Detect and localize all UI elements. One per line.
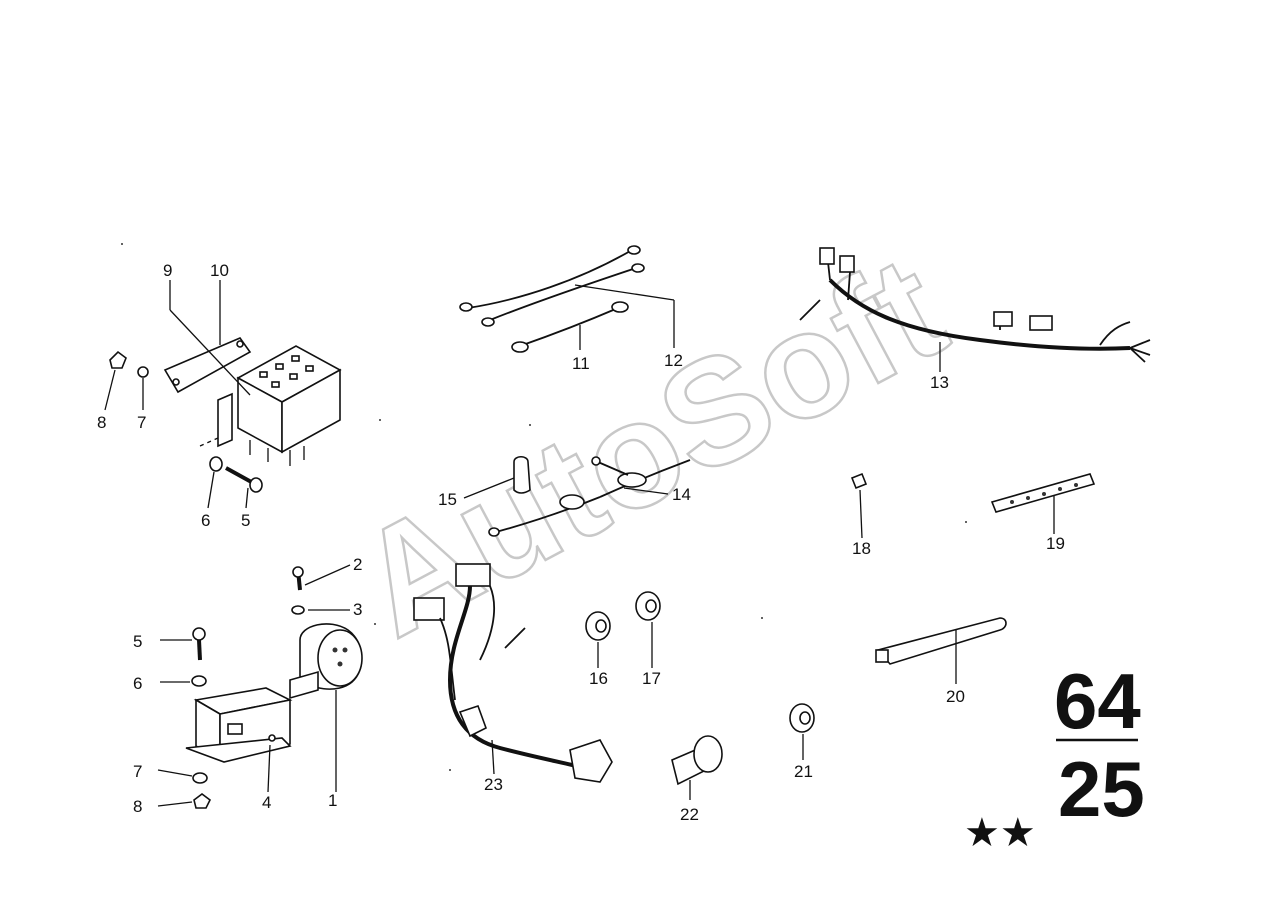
flasher-assembly [157, 564, 363, 809]
callout-11: 11 [572, 354, 590, 373]
group-number-bottom: 25 [1058, 745, 1145, 833]
relay-pins [259, 355, 314, 388]
grommets [585, 591, 815, 800]
callout-3: 3 [353, 600, 362, 619]
callout-18: 18 [852, 539, 871, 558]
wiring-harness-13 [799, 247, 1151, 372]
callout-10: 10 [210, 261, 229, 280]
callout-14: 14 [672, 485, 691, 504]
wiring-harness-23 [413, 563, 613, 783]
callout-labels: 1 2 3 4 5 6 7 8 9 10 11 12 13 14 15 16 1… [97, 261, 1065, 824]
clips-and-ties [850, 472, 1096, 684]
relay-bracket-assembly [104, 280, 342, 509]
callout-6-left: 6 [133, 674, 142, 693]
callout-12: 12 [664, 351, 683, 370]
callout-21: 21 [794, 762, 813, 781]
callout-13: 13 [930, 373, 949, 392]
callout-19: 19 [1046, 534, 1065, 553]
callout-20: 20 [946, 687, 965, 706]
callout-8-left: 8 [133, 797, 142, 816]
callout-17: 17 [642, 669, 661, 688]
wire-set-11-12 [459, 245, 675, 353]
callout-16: 16 [589, 669, 608, 688]
callout-1: 1 [328, 791, 337, 810]
strip-holes [1010, 483, 1078, 504]
callout-8: 8 [97, 413, 106, 432]
callout-4: 4 [262, 793, 271, 812]
stars: ★★ [964, 810, 1036, 856]
fuse-holder-14-15 [463, 455, 691, 537]
callout-9: 9 [163, 261, 172, 280]
callout-23: 23 [484, 775, 503, 794]
callout-15: 15 [438, 490, 457, 509]
group-number-top: 64 [1054, 657, 1141, 745]
callout-5-left: 5 [133, 632, 142, 651]
callout-6: 6 [201, 511, 210, 530]
callout-5: 5 [241, 511, 250, 530]
callout-2: 2 [353, 555, 362, 574]
callout-22: 22 [680, 805, 699, 824]
scan-specks [121, 243, 967, 771]
callout-7-left: 7 [133, 762, 142, 781]
group-number: 64 25 ★★ [964, 657, 1145, 856]
callout-7: 7 [137, 413, 146, 432]
